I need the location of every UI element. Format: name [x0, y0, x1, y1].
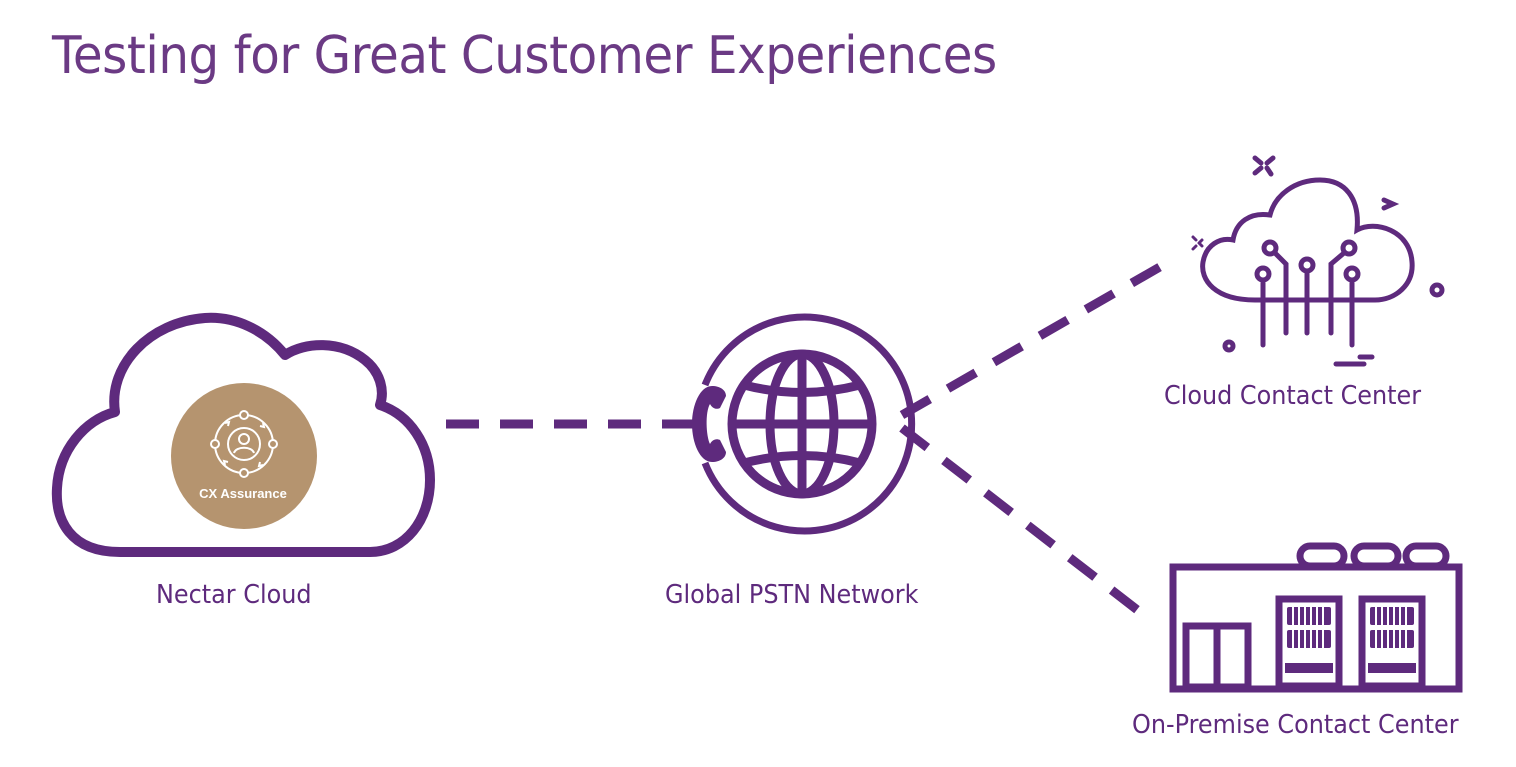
- nectar-cloud-icon: [51, 312, 435, 557]
- cloud-circuit-icon: [1191, 155, 1445, 367]
- phone-handset-icon: [692, 386, 726, 462]
- nectar-cloud-label: Nectar Cloud: [156, 580, 312, 610]
- user-cycle-icon: [210, 410, 278, 478]
- cloud-contact-center-label: Cloud Contact Center: [1164, 381, 1422, 411]
- pstn-label: Global PSTN Network: [665, 580, 919, 610]
- on-premise-contact-center-label: On-Premise Contact Center: [1132, 710, 1459, 740]
- connector-pstn-onprem-cc: [899, 424, 1143, 616]
- page-title: Testing for Great Customer Experiences: [52, 26, 997, 86]
- cx-assurance-label: CX Assurance: [199, 486, 287, 501]
- globe-phone-icon: [692, 313, 916, 535]
- connector-pstn-cloud-cc: [899, 260, 1168, 419]
- building-icon: [1169, 542, 1463, 693]
- cx-assurance-badge: [171, 383, 317, 529]
